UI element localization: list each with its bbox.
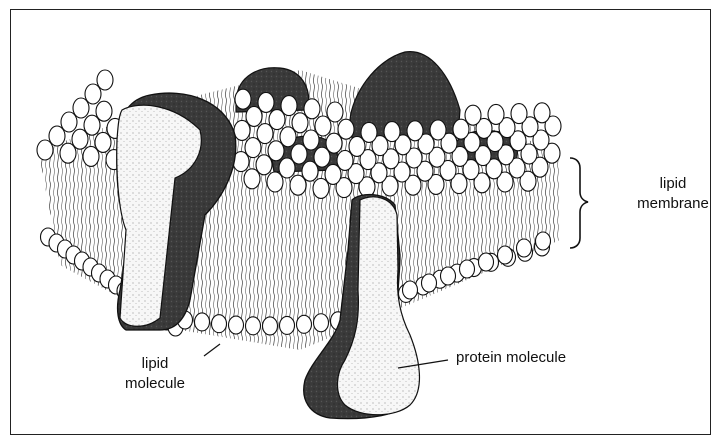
lipid-head — [460, 260, 475, 278]
label-lipid-molecule-line2: molecule — [100, 374, 210, 394]
label-lipid-membrane-line1: lipid — [618, 174, 721, 194]
lipid-head — [246, 317, 261, 335]
lipid-head — [327, 102, 343, 122]
label-lipid-molecule-line1: lipid — [100, 354, 210, 374]
lipid-head — [229, 316, 244, 334]
membrane-brace — [570, 158, 588, 248]
label-protein-molecule: protein molecule — [456, 348, 566, 368]
lipid-head — [441, 267, 456, 285]
label-lipid-membrane-line2: membrane — [618, 194, 721, 214]
lipid-head — [361, 122, 377, 142]
lipid-head — [407, 121, 423, 141]
label-lipid-membrane: lipid membrane — [618, 174, 721, 214]
lipid-head — [97, 70, 113, 90]
lipid-head — [314, 314, 329, 332]
lipid-head — [280, 316, 295, 334]
lipid-head — [465, 105, 481, 125]
lipid-tail-region — [38, 70, 560, 350]
lipid-head — [479, 253, 494, 271]
lipid-head — [403, 281, 418, 299]
label-lipid-molecule: lipid molecule — [100, 354, 210, 394]
lipid-head — [338, 119, 354, 139]
lipid-head — [536, 232, 551, 250]
lipid-head — [96, 101, 112, 121]
lipid-head — [297, 315, 312, 333]
label-protein-molecule-text: protein molecule — [456, 348, 566, 368]
lipid-head — [235, 89, 251, 109]
lipid-head — [534, 103, 550, 123]
lipid-head — [498, 246, 513, 264]
lipid-head — [488, 104, 504, 124]
lipid-head — [212, 315, 227, 333]
lipid-head — [258, 92, 274, 112]
lipid-head — [281, 96, 297, 116]
lipid-head — [195, 313, 210, 331]
lipid-head — [422, 274, 437, 292]
lipid-head — [304, 99, 320, 119]
lipid-head — [384, 122, 400, 142]
lipid-head — [517, 239, 532, 257]
lipid-head — [511, 104, 527, 124]
lipid-head — [263, 317, 278, 335]
lipid-head — [430, 120, 446, 140]
